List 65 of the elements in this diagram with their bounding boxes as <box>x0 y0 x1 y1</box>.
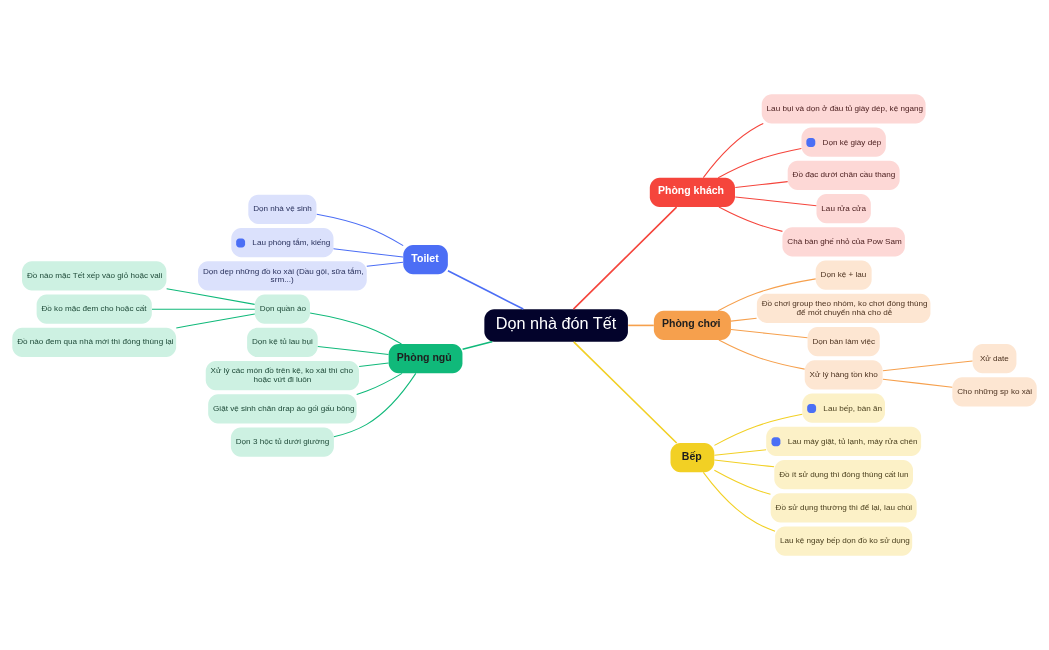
node-box: Đồ ít sử dụng thì đóng thùng cất lun <box>774 460 913 490</box>
node-box: Dọn kệ + lau <box>815 260 872 290</box>
connector <box>309 312 402 345</box>
connector <box>333 372 417 438</box>
node-box: Dọn 3 hộc tủ dưới giường <box>230 427 334 457</box>
connector <box>730 328 808 339</box>
connector <box>717 278 817 312</box>
connector <box>882 378 953 388</box>
node-box: Lau bụi và dọn ở đầu tủ giày dép, kệ ngang <box>761 94 926 124</box>
connector <box>713 413 803 446</box>
node-box: Đồ ko mặc đem cho hoặc cất <box>36 294 152 324</box>
node-box: Phòng ngủ <box>388 344 463 374</box>
connector <box>627 324 655 327</box>
node-box: Dọn dẹp những đồ ko xài (Dầu gội, sữa tắm, srm...) <box>198 261 367 291</box>
node-box: Đồ nào đem qua nhà mới thì đóng thùng lại <box>12 327 177 358</box>
connector <box>734 181 789 189</box>
connector <box>447 269 525 310</box>
connector <box>572 206 678 310</box>
node-box: Đồ sử dụng thường thì để lại, lau chùi <box>770 493 917 523</box>
node-box: Bếp <box>670 443 715 473</box>
connector <box>713 459 775 468</box>
connector <box>358 362 390 368</box>
connector <box>175 313 256 329</box>
node-box: Dọn kệ tủ lau bụi <box>247 327 318 358</box>
node-box: Lau phòng tắm, kiếng <box>231 228 334 258</box>
node-box: Chà bàn ghế nhỏ của Pow Sam <box>782 227 905 257</box>
connector <box>366 261 404 267</box>
connector <box>317 345 390 356</box>
node-box: Đồ đạc dưới chân cầu thang <box>787 160 900 190</box>
node-box: Toilet <box>403 245 448 275</box>
node-box: Dọn nhà vệ sinh <box>248 194 317 224</box>
node-box: Lau bếp, bàn ăn <box>802 393 886 423</box>
node-box: Dọn quần áo <box>254 294 310 324</box>
connector <box>572 341 678 444</box>
connector <box>332 248 404 258</box>
node-box: Xử date <box>972 344 1017 374</box>
connector <box>356 372 403 396</box>
connector <box>316 213 404 247</box>
connector <box>166 288 256 305</box>
node-box: Dọn nhà đón Tết <box>484 309 628 342</box>
connector <box>718 206 783 232</box>
node-box: Phòng khách <box>649 177 735 207</box>
connector <box>702 471 776 532</box>
connector <box>713 449 767 456</box>
connector <box>461 340 494 351</box>
node-box: Đồ nào mặc Tết xếp vào giỏ hoặc vali <box>22 261 167 291</box>
connector <box>713 469 771 495</box>
connector <box>882 360 973 372</box>
node-box: Cho những sp ko xài <box>952 377 1037 407</box>
node-box: Đồ chơi group theo nhóm, ko chơi đóng thùng để mốt chuyển nhà cho dễ <box>756 293 931 323</box>
connector <box>718 339 806 370</box>
node-box: Dọn bàn làm việc <box>807 327 880 357</box>
connector <box>702 122 764 179</box>
node-box: Giặt vệ sinh chăn drap áo gối gấu bông <box>208 394 357 424</box>
connector <box>717 147 802 179</box>
node-box: Xử lý các món đồ trên kệ, ko xài thì cho hoặc vứt đi luôn <box>205 361 360 391</box>
connector <box>730 317 758 322</box>
connector <box>734 196 817 207</box>
node-box: Lau máy giặt, tủ lạnh, máy rửa chén <box>766 426 922 456</box>
node-box: Dọn kệ giày dép <box>801 127 886 157</box>
connector <box>151 308 256 310</box>
node-box: Xử lý hàng tồn kho <box>804 360 883 390</box>
node-box: Lau rửa cửa <box>816 194 871 224</box>
node-box: Phòng chơi <box>653 310 731 340</box>
node-box: Lau kệ ngay bếp dọn đồ ko sử dụng <box>775 526 913 556</box>
